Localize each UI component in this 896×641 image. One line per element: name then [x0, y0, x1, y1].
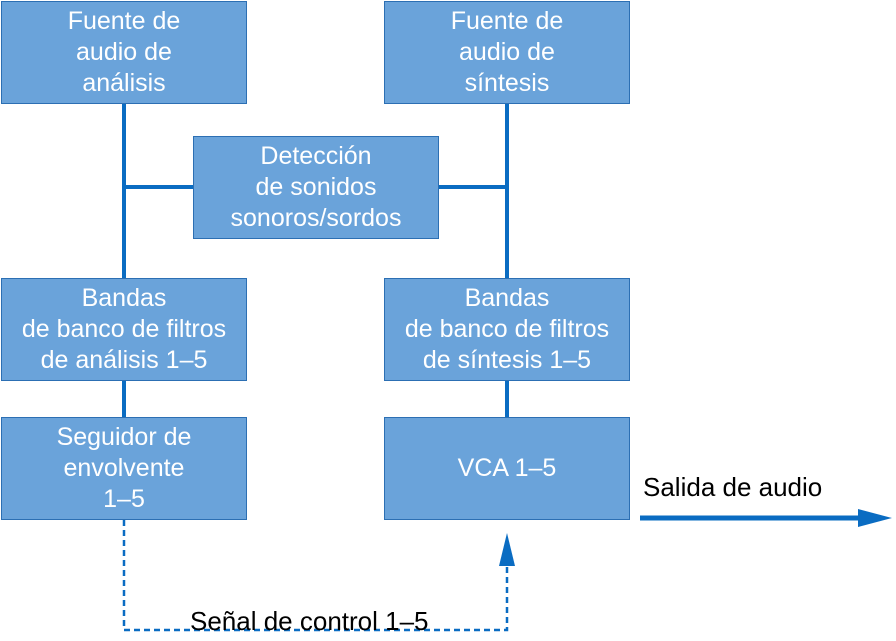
box-text-line: de análisis 1–5: [40, 346, 208, 374]
control-signal-path: [122, 520, 515, 632]
box-text-line: de sonidos: [255, 173, 377, 201]
analysis-audio-source-box: Fuente de audio de análisis: [1, 1, 247, 104]
box-text-line: sonoros/sordos: [230, 204, 402, 232]
control-signal-arrowhead: [499, 533, 515, 566]
box-text-line: envolvente: [63, 454, 185, 482]
box-text-line: de síntesis 1–5: [422, 346, 592, 374]
control-signal-dotted-line: [122, 520, 509, 632]
box-text-line: de banco de filtros: [21, 315, 227, 343]
box-text-line: Fuente de: [67, 7, 181, 35]
voiced-unvoiced-detection-box: Detección de sonidos sonoros/sordos: [193, 136, 439, 239]
box-text-line: audio de: [459, 38, 555, 66]
audio-output-label: Salida de audio: [643, 472, 823, 502]
control-signal-label: Señal de control 1–5: [190, 606, 429, 636]
box-text-line: Detección: [260, 142, 372, 170]
audio-output-arrow: [640, 509, 892, 527]
box-text-line: Seguidor de: [56, 423, 192, 451]
connector-lines: [122, 104, 509, 417]
analysis-filter-bank-box: Bandas de banco de filtros de análisis 1…: [1, 278, 247, 381]
synthesis-audio-source-box: Fuente de audio de síntesis: [384, 1, 630, 104]
box-text-line: 1–5: [103, 485, 145, 513]
box-text-line: análisis: [82, 69, 166, 97]
box-text-line: Fuente de: [450, 7, 564, 35]
box-text-line: Bandas: [464, 284, 550, 312]
vca-box: VCA 1–5: [384, 417, 630, 520]
box-text-line: síntesis: [464, 69, 550, 97]
envelope-follower-box: Seguidor de envolvente 1–5: [1, 417, 247, 520]
box-text-line: de banco de filtros: [404, 315, 610, 343]
box-text-line: VCA 1–5: [457, 454, 557, 482]
box-text-line: Bandas: [81, 284, 167, 312]
synthesis-filter-bank-box: Bandas de banco de filtros de síntesis 1…: [384, 278, 630, 381]
box-text-line: audio de: [76, 38, 172, 66]
audio-output-arrowhead: [858, 509, 892, 527]
